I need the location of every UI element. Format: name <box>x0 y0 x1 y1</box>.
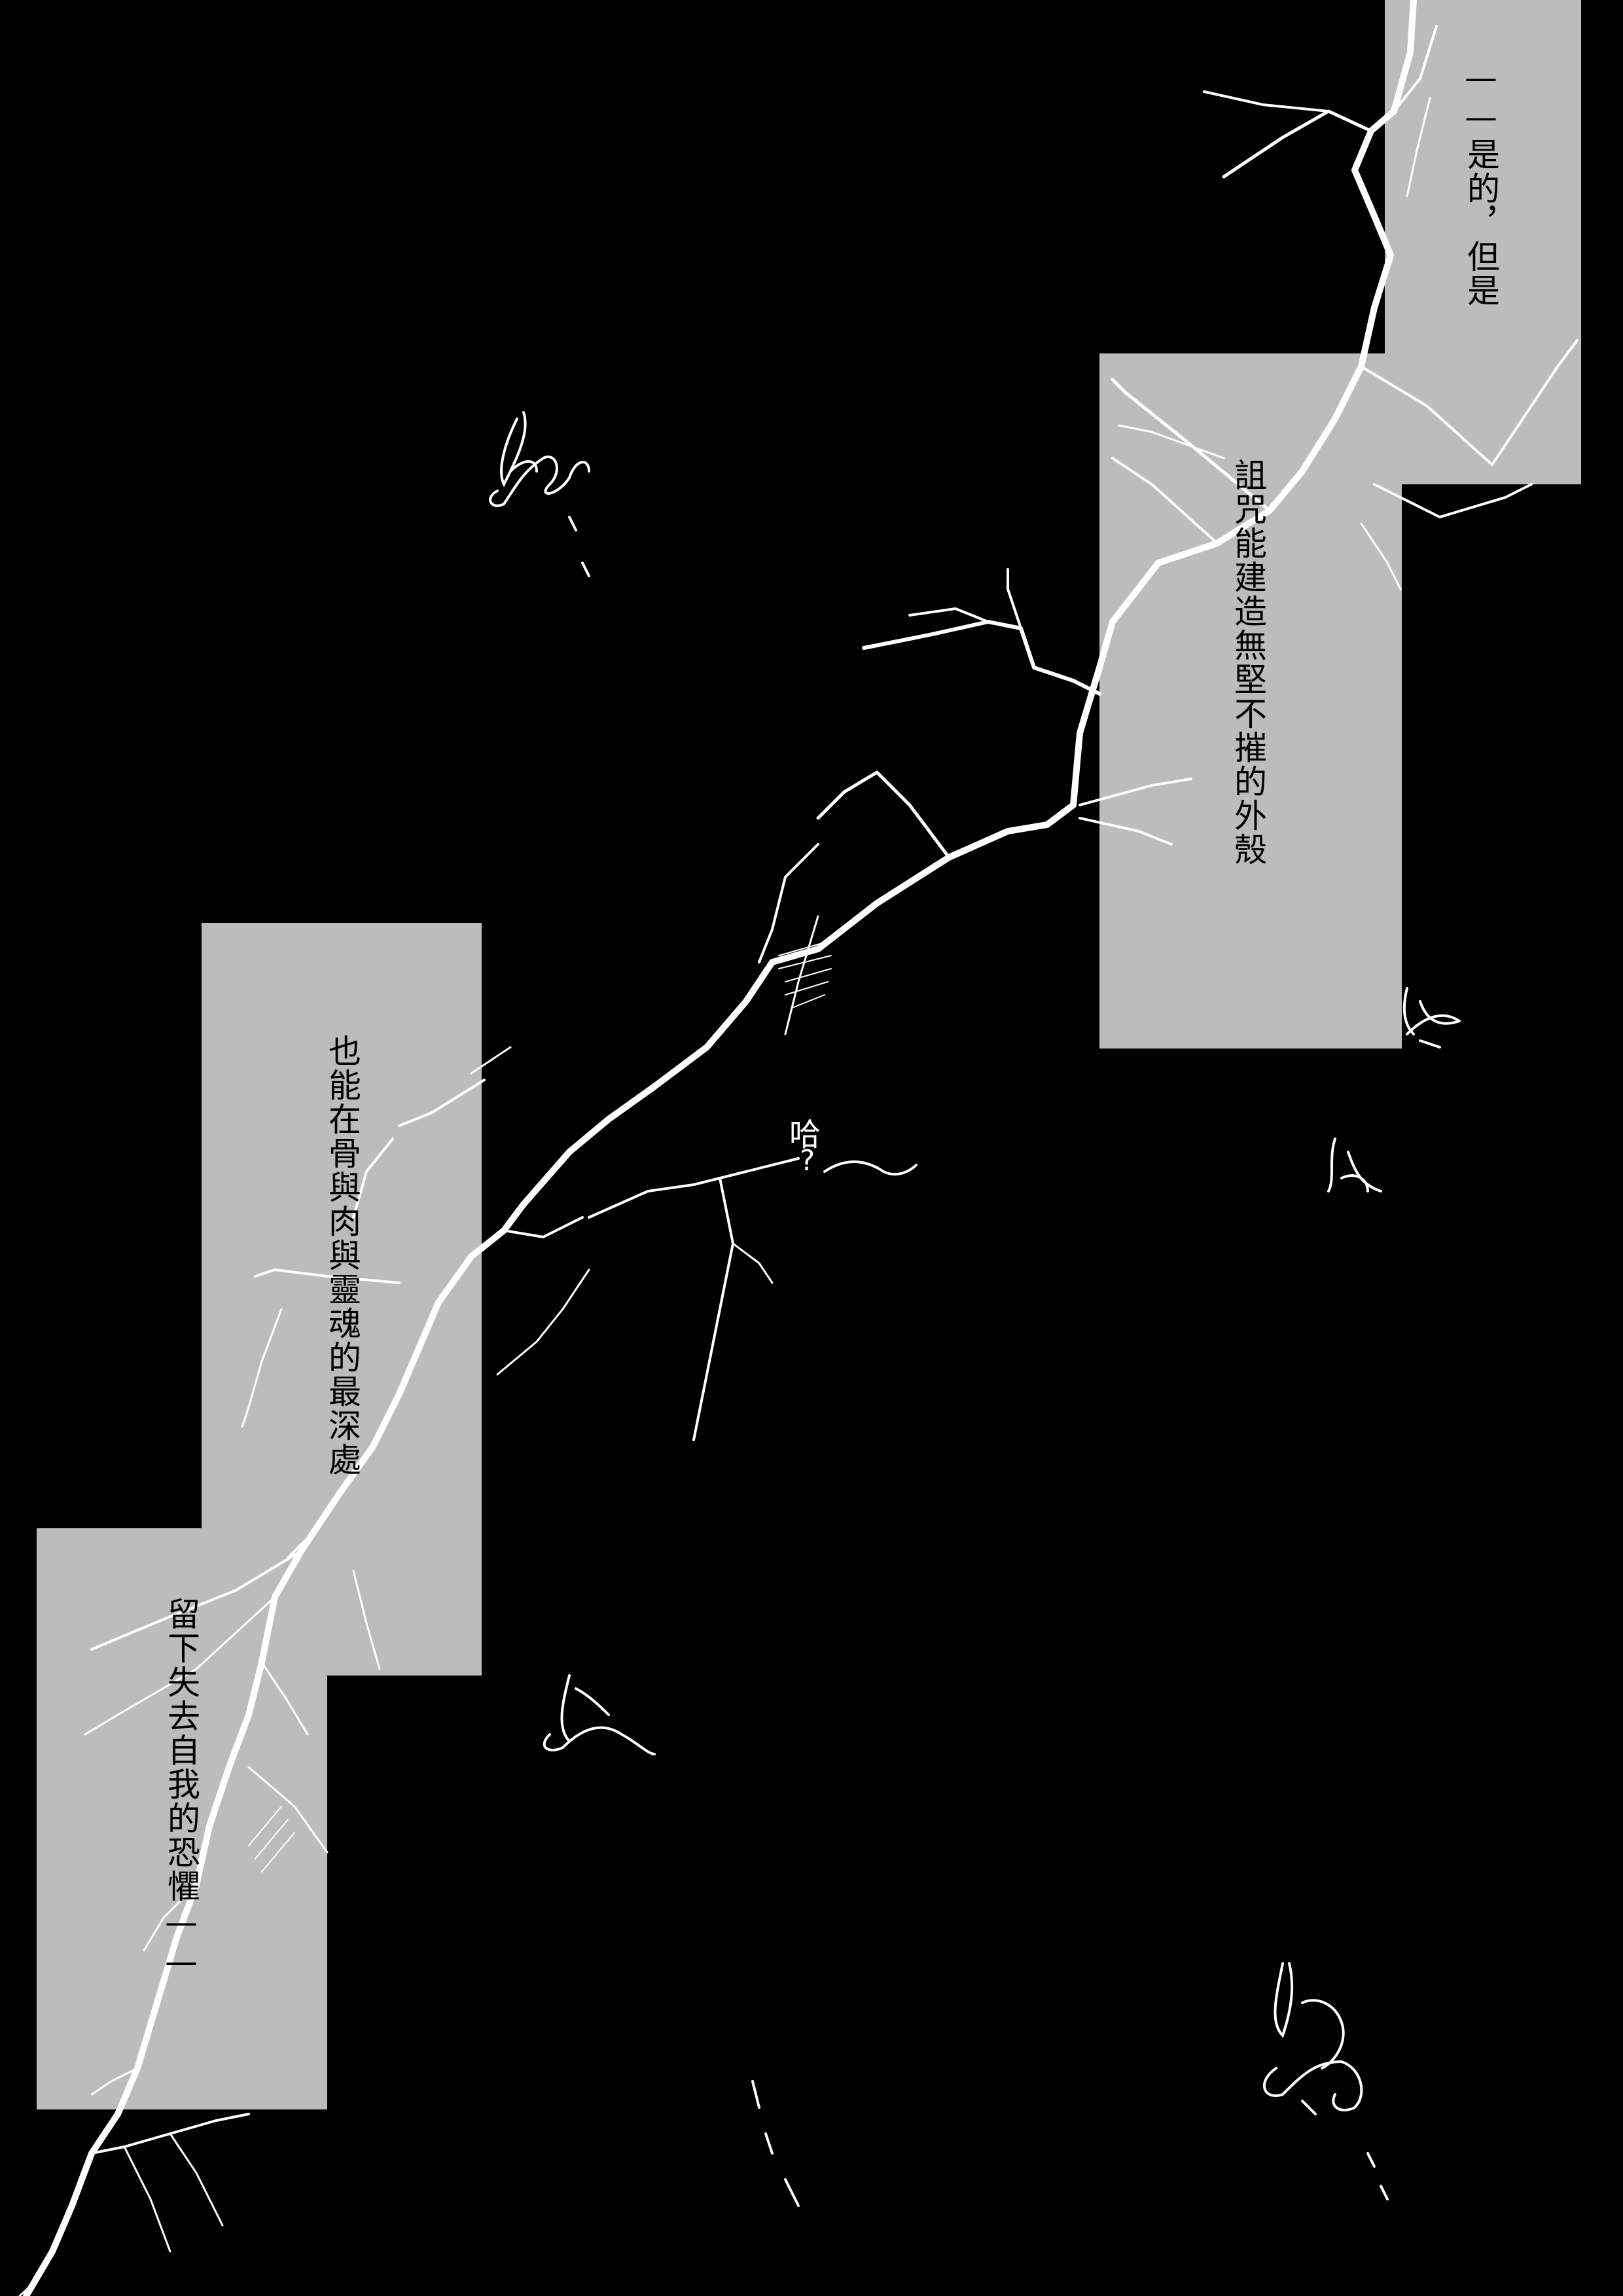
narration-line-4: 留下失去自我的恐懼—— <box>162 1597 200 1982</box>
sfx-scribble-3 <box>1327 1138 1382 1193</box>
narration-line-2: 詛咒能建造無堅不摧的外殼 <box>1229 458 1267 867</box>
narration-line-3: 也能在骨與肉與靈魂的最深處 <box>323 1034 361 1477</box>
sfx-scribble-1 <box>489 411 590 577</box>
sfx-scribble-2 <box>1402 987 1461 1049</box>
sfx-ha: 哈 <box>789 1117 821 1153</box>
sfx-scribble-6 <box>751 2080 800 2207</box>
sfx-scribble-4 <box>543 1674 656 1755</box>
sfx-scribble-5 <box>1262 1962 1389 2200</box>
narration-line-1: ——是的，但是 <box>1462 59 1500 308</box>
sfx-question: ? <box>800 1144 815 1177</box>
narration-box-bottom-lower <box>37 1528 327 2109</box>
narration-box-top-lower <box>1099 353 1402 1049</box>
sfx-tilde <box>823 1160 918 1176</box>
